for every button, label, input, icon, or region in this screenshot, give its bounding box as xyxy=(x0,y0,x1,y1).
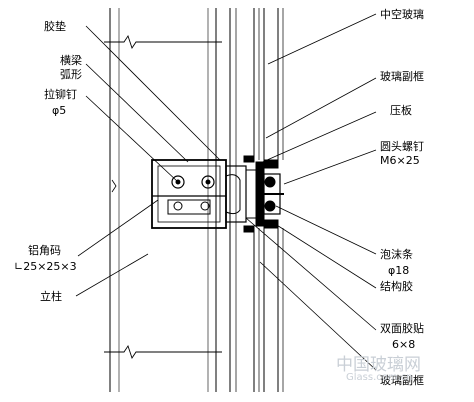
pressure-plate xyxy=(255,161,284,227)
label-glass-subframe-top: 玻璃副框 xyxy=(380,70,424,83)
rivets xyxy=(171,175,215,211)
label-rivet-spec: φ5 xyxy=(52,104,67,117)
leader-lines xyxy=(75,13,377,371)
label-glass-subframe-bottom: 玻璃副框 xyxy=(380,374,424,387)
label-gasket: 胶垫 xyxy=(44,20,66,33)
label-double-tape: 双面胶贴 xyxy=(380,322,424,335)
label-screw-spec: M6×25 xyxy=(380,154,420,167)
watermark-text-cn: 中国玻璃网 xyxy=(336,355,421,375)
label-screw: 圆头螺钉 xyxy=(380,140,424,153)
label-rivet: 拉铆钉 xyxy=(44,88,77,101)
label-corner-code: 铝角码 xyxy=(28,244,61,257)
label-arc: 弧形 xyxy=(60,68,82,81)
gaskets xyxy=(243,155,255,233)
label-structural-glue: 结构胶 xyxy=(380,280,413,293)
label-foam-strip: 泡沫条 xyxy=(380,248,413,261)
label-corner-spec: ∟25×25×3 xyxy=(14,260,77,273)
glass-panels xyxy=(229,8,284,392)
label-pressure-plate: 压板 xyxy=(390,104,412,117)
watermark-text-en: Glass.com.cn xyxy=(346,372,413,383)
label-column: 立柱 xyxy=(40,290,62,303)
label-tape-spec: 6×8 xyxy=(392,338,416,351)
transom-profile xyxy=(151,159,227,229)
label-insulated-glass: 中空玻璃 xyxy=(380,8,424,21)
label-foam-spec: φ18 xyxy=(388,264,410,277)
column xyxy=(104,8,222,392)
foam-strip xyxy=(263,159,279,229)
label-transom: 横梁 xyxy=(60,54,82,67)
